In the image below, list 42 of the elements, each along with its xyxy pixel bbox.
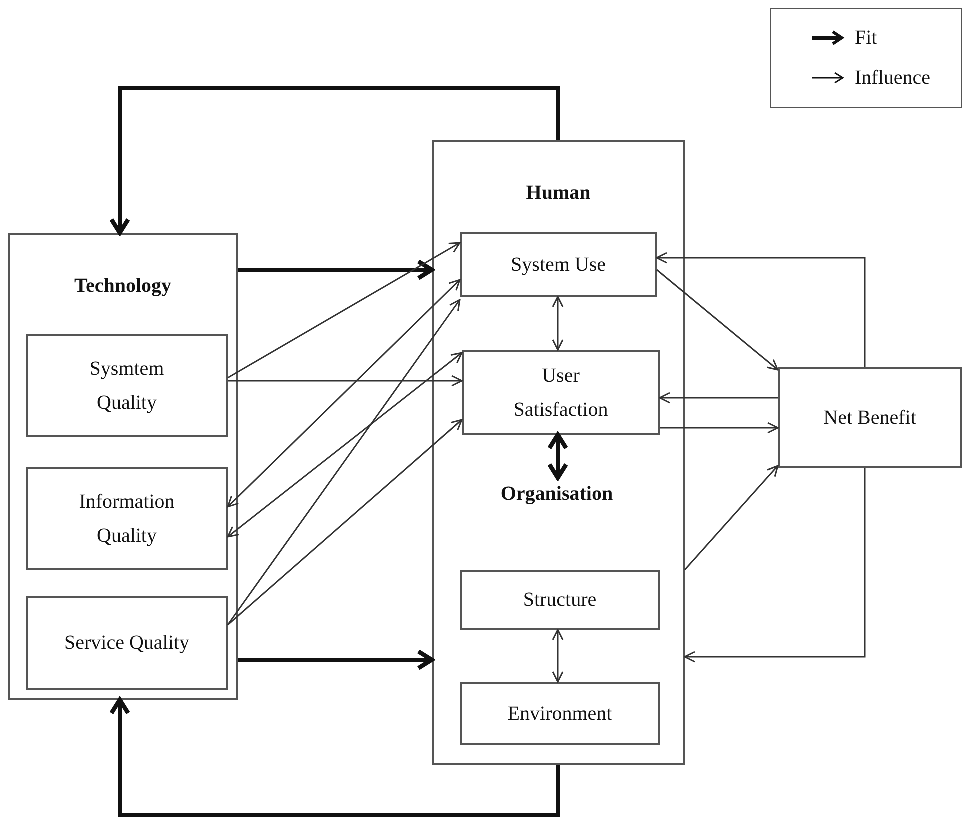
group-heading: Human bbox=[526, 181, 591, 206]
arrow bbox=[238, 260, 434, 280]
process-box bbox=[460, 682, 660, 745]
box-label: User Satisfaction bbox=[512, 364, 610, 422]
arrow bbox=[227, 279, 461, 508]
box-label: System Use bbox=[511, 252, 606, 278]
process-box bbox=[26, 334, 228, 437]
arrow bbox=[552, 629, 564, 683]
arrow bbox=[228, 375, 463, 387]
process-box bbox=[460, 570, 660, 630]
arrow bbox=[656, 269, 779, 371]
arrow bbox=[238, 650, 434, 670]
box-label: Information Quality bbox=[78, 490, 176, 548]
arrow bbox=[110, 698, 560, 817]
process-box bbox=[462, 350, 660, 435]
box-label: Service Quality bbox=[64, 631, 190, 656]
process-box bbox=[460, 232, 657, 297]
process-box bbox=[26, 467, 228, 570]
box-label: Sysmtem Quality bbox=[88, 356, 166, 416]
process-box bbox=[778, 367, 962, 468]
group-heading: Organisation bbox=[500, 482, 614, 507]
arrow bbox=[660, 422, 779, 434]
legend-label: Fit bbox=[855, 26, 878, 51]
arrow bbox=[684, 468, 866, 663]
arrow bbox=[227, 299, 461, 626]
legend-label: Influence bbox=[855, 66, 931, 91]
group-box bbox=[432, 140, 685, 765]
arrow bbox=[684, 465, 779, 570]
process-box bbox=[26, 596, 228, 690]
arrow bbox=[228, 242, 461, 379]
box-label: Environment bbox=[508, 702, 612, 726]
arrow bbox=[552, 296, 564, 351]
box-label: Structure bbox=[523, 588, 597, 613]
arrow bbox=[227, 352, 463, 538]
box-label: Net Benefit bbox=[824, 406, 916, 430]
arrow bbox=[110, 86, 560, 236]
arrow bbox=[659, 392, 778, 404]
arrow bbox=[656, 252, 866, 367]
arrow bbox=[548, 432, 568, 480]
group-heading: Technology bbox=[74, 274, 172, 299]
arrow bbox=[228, 419, 463, 626]
group-box bbox=[8, 233, 238, 700]
